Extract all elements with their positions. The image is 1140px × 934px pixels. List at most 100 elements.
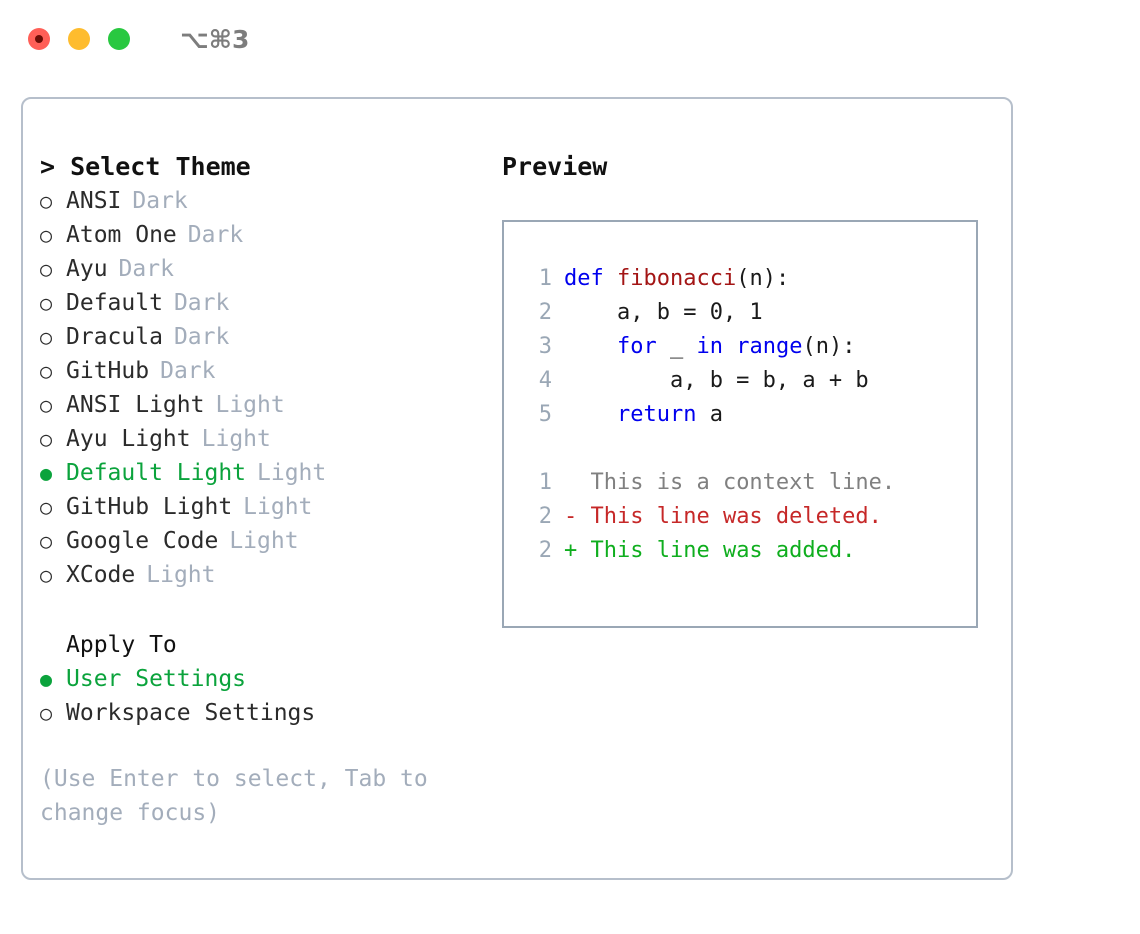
theme-option-tag: Dark bbox=[173, 324, 230, 350]
radio-selected-icon: ● bbox=[40, 461, 53, 485]
radio-unselected-icon: ○ bbox=[40, 359, 53, 383]
code-diff-spacer bbox=[518, 432, 976, 466]
code-token-plain: a, b = b, a + b bbox=[564, 368, 869, 393]
theme-option-label: Google Code bbox=[66, 528, 219, 554]
apply-to-option-label: User Settings bbox=[66, 666, 247, 692]
theme-option-tag: Light bbox=[215, 392, 285, 418]
code-line-number: 2 bbox=[538, 300, 552, 325]
radio-unselected-icon: ○ bbox=[40, 291, 53, 315]
code-token-plain: _ bbox=[656, 334, 697, 359]
diff-line-del: 2- This line was deleted. bbox=[518, 500, 976, 534]
diff-line-text: This is a context line. bbox=[577, 470, 896, 495]
code-token-plain: a, b = 0, 1 bbox=[564, 300, 763, 325]
theme-option-ansi[interactable]: ○ ANSI Dark bbox=[40, 184, 480, 218]
theme-option-default[interactable]: ○ Default Dark bbox=[40, 286, 480, 320]
code-line-text: for _ in range(n): bbox=[564, 330, 855, 364]
radio-unselected-icon: ○ bbox=[40, 701, 53, 725]
theme-option-dracula[interactable]: ○ Dracula Dark bbox=[40, 320, 480, 354]
code-line-text: return a bbox=[564, 398, 723, 432]
code-token-plain: (n): bbox=[736, 266, 790, 291]
code-line-text: a, b = 0, 1 bbox=[564, 296, 763, 330]
code-token-plain bbox=[564, 402, 617, 427]
radio-unselected-icon: ○ bbox=[40, 325, 53, 349]
theme-option-label: GitHub bbox=[66, 358, 150, 384]
theme-option-label: Default Light bbox=[66, 460, 247, 486]
theme-option-github[interactable]: ○ GitHub Dark bbox=[40, 354, 480, 388]
code-line-text: def fibonacci(n): bbox=[564, 262, 789, 296]
diff-line-number: 2 bbox=[538, 538, 552, 563]
radio-unselected-icon: ○ bbox=[40, 223, 53, 247]
theme-option-label: GitHub Light bbox=[66, 494, 233, 520]
keyboard-shortcut-label: ⌥⌘3 bbox=[180, 24, 250, 54]
theme-option-label: ANSI Light bbox=[66, 392, 205, 418]
window-controls bbox=[28, 28, 130, 50]
title-bar: ⌥⌘3 bbox=[0, 0, 1140, 78]
code-token-plain: (n): bbox=[802, 334, 856, 359]
theme-option-github-light[interactable]: ○ GitHub Light Light bbox=[40, 490, 480, 524]
code-line-number: 1 bbox=[538, 266, 552, 291]
apply-to-option-label: Workspace Settings bbox=[66, 700, 316, 726]
theme-option-label: Dracula bbox=[66, 324, 163, 350]
code-line-text: a, b = b, a + b bbox=[564, 364, 869, 398]
diff-marker: + bbox=[564, 538, 578, 563]
theme-option-tag: Dark bbox=[173, 290, 230, 316]
theme-option-tag: Light bbox=[229, 528, 299, 554]
code-line: 2 a, b = 0, 1 bbox=[518, 296, 976, 330]
code-line: 5 return a bbox=[518, 398, 976, 432]
diff-line-number: 1 bbox=[538, 470, 552, 495]
code-token-plain: a bbox=[696, 402, 723, 427]
radio-unselected-icon: ○ bbox=[40, 189, 53, 213]
theme-option-tag: Dark bbox=[187, 222, 244, 248]
theme-option-atom-one[interactable]: ○ Atom One Dark bbox=[40, 218, 480, 252]
theme-option-label: Default bbox=[66, 290, 163, 316]
apply-to-option-user-settings[interactable]: ●User Settings bbox=[40, 662, 480, 696]
code-line-number: 4 bbox=[538, 368, 552, 393]
code-token-kw: def bbox=[564, 266, 617, 291]
theme-option-google-code[interactable]: ○ Google Code Light bbox=[40, 524, 480, 558]
apply-to-option-workspace-settings[interactable]: ○ Workspace Settings bbox=[40, 696, 480, 730]
apply-to-option-list[interactable]: ●User Settings ○ Workspace Settings bbox=[40, 662, 480, 730]
theme-option-label: ANSI bbox=[66, 188, 122, 214]
diff-line-add: 2 + This line was added. bbox=[518, 534, 976, 568]
theme-option-label: Atom One bbox=[66, 222, 177, 248]
diff-line-text: This line was added. bbox=[577, 538, 856, 563]
radio-unselected-icon: ○ bbox=[40, 393, 53, 417]
theme-option-tag: Dark bbox=[160, 358, 216, 384]
theme-option-label: XCode bbox=[66, 562, 136, 588]
radio-unselected-icon: ○ bbox=[40, 529, 53, 553]
theme-option-ansi-light[interactable]: ○ ANSI Light Light bbox=[40, 388, 480, 422]
code-line: 3 for _ in range(n): bbox=[518, 330, 976, 364]
radio-unselected-icon: ○ bbox=[40, 495, 53, 519]
maximize-window-button[interactable] bbox=[108, 28, 130, 50]
close-window-button[interactable] bbox=[28, 28, 50, 50]
apply-to-section: Apply To ●User Settings○Workspace Settin… bbox=[40, 628, 480, 730]
theme-option-tag: Light bbox=[243, 494, 313, 520]
keyboard-hint-text: (Use Enter to select, Tab to change focu… bbox=[40, 766, 428, 826]
code-line: 4 a, b = b, a + b bbox=[518, 364, 976, 398]
code-token-kw: return bbox=[616, 402, 697, 427]
diff-marker bbox=[564, 466, 577, 500]
diff-line-text: This line was deleted. bbox=[577, 504, 882, 529]
minimize-window-button[interactable] bbox=[68, 28, 90, 50]
code-token-plain bbox=[564, 334, 617, 359]
theme-option-tag: Dark bbox=[132, 188, 188, 214]
theme-option-tag: Light bbox=[146, 562, 216, 588]
diff-sample: 1 This is a context line.2- This line wa… bbox=[518, 466, 976, 568]
code-line-number: 5 bbox=[538, 402, 552, 427]
theme-option-label: Ayu Light bbox=[66, 426, 191, 452]
select-theme-header: > Select Theme bbox=[40, 152, 251, 181]
code-token-fn: fibonacci bbox=[616, 266, 737, 291]
diff-marker: - bbox=[564, 504, 578, 529]
diff-line-ctx: 1 This is a context line. bbox=[518, 466, 976, 500]
